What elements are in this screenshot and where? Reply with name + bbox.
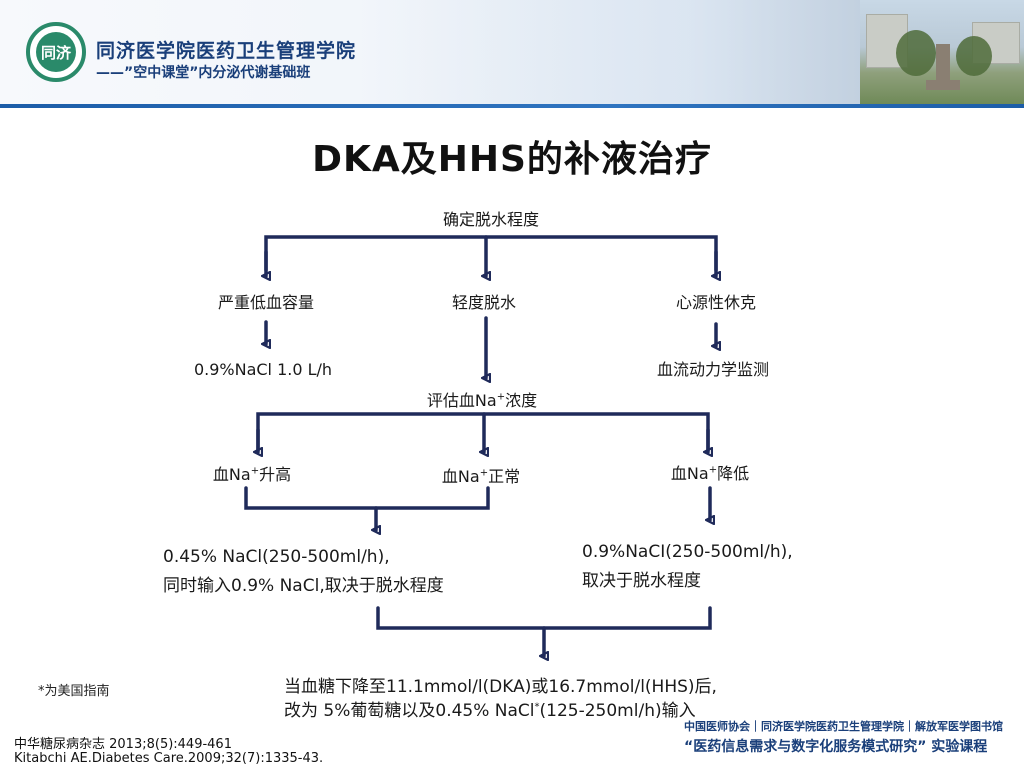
node-na-high: 血Na+升高 xyxy=(212,465,292,484)
node-assess-na: 评估血Na+浓度 xyxy=(426,391,538,410)
school-logo: 同济 xyxy=(26,22,86,82)
node-right-fluid-line1: 0.9%NaCI(250-500ml/h), xyxy=(582,542,793,562)
footer-course-title: “医药信息需求与数字化服务模式研究” 实验课程 xyxy=(684,739,988,755)
final-bracket xyxy=(376,606,712,630)
node-na-normal: 血Na+正常 xyxy=(441,467,521,486)
reference-2: Kitabchi AE.Diabetes Care.2009;32(7):133… xyxy=(14,751,324,766)
node-cardio: 心源性休克 xyxy=(675,293,757,312)
node-left-fluid-line2: 同时输入0.9% NaCl,取决于脱水程度 xyxy=(163,576,444,596)
node-final-line2: 改为 5%葡萄糖以及0.45% NaCl*(125-250ml/h)输入 xyxy=(284,701,696,721)
campus-photo xyxy=(860,0,1024,104)
node-final-line1: 当血糖下降至11.1mmol/l(DKA)或16.7mmol/l(HHS)后, xyxy=(284,677,717,697)
reference-1: 中华糖尿病杂志 2013;8(5):449-461 xyxy=(14,737,232,752)
guideline-footnote: *为美国指南 xyxy=(38,684,110,699)
node-severe: 严重低血容量 xyxy=(217,293,315,312)
root-bracket xyxy=(264,235,718,272)
logo-mark: 同济 xyxy=(36,32,76,72)
slide-title: DKA及HHS的补液治疗 xyxy=(312,139,712,180)
node-right-fluid-line2: 取决于脱水程度 xyxy=(582,571,701,591)
node-cardio-action: 血流动力学监测 xyxy=(656,360,770,379)
header-banner: 同济 同济医学院医药卫生管理学院 ——”空中课堂”内分泌代谢基础班 xyxy=(0,0,1024,108)
footer-organizations: 中国医师协会｜同济医学院医药卫生管理学院｜解放军医学图书馆 xyxy=(684,720,1003,733)
banner-divider xyxy=(0,104,1024,108)
merge-bracket xyxy=(244,486,490,510)
node-root: 确定脱水程度 xyxy=(442,210,540,229)
org-subtitle: ——”空中课堂”内分泌代谢基础班 xyxy=(96,65,311,81)
node-na-low: 血Na+降低 xyxy=(670,464,750,483)
na-bracket xyxy=(256,412,710,452)
node-mild: 轻度脱水 xyxy=(451,293,517,312)
node-left-fluid-line1: 0.45% NaCl(250-500ml/h), xyxy=(163,547,390,567)
node-severe-action: 0.9%NaCl 1.0 L/h xyxy=(193,360,333,379)
org-title: 同济医学院医药卫生管理学院 xyxy=(96,40,357,62)
